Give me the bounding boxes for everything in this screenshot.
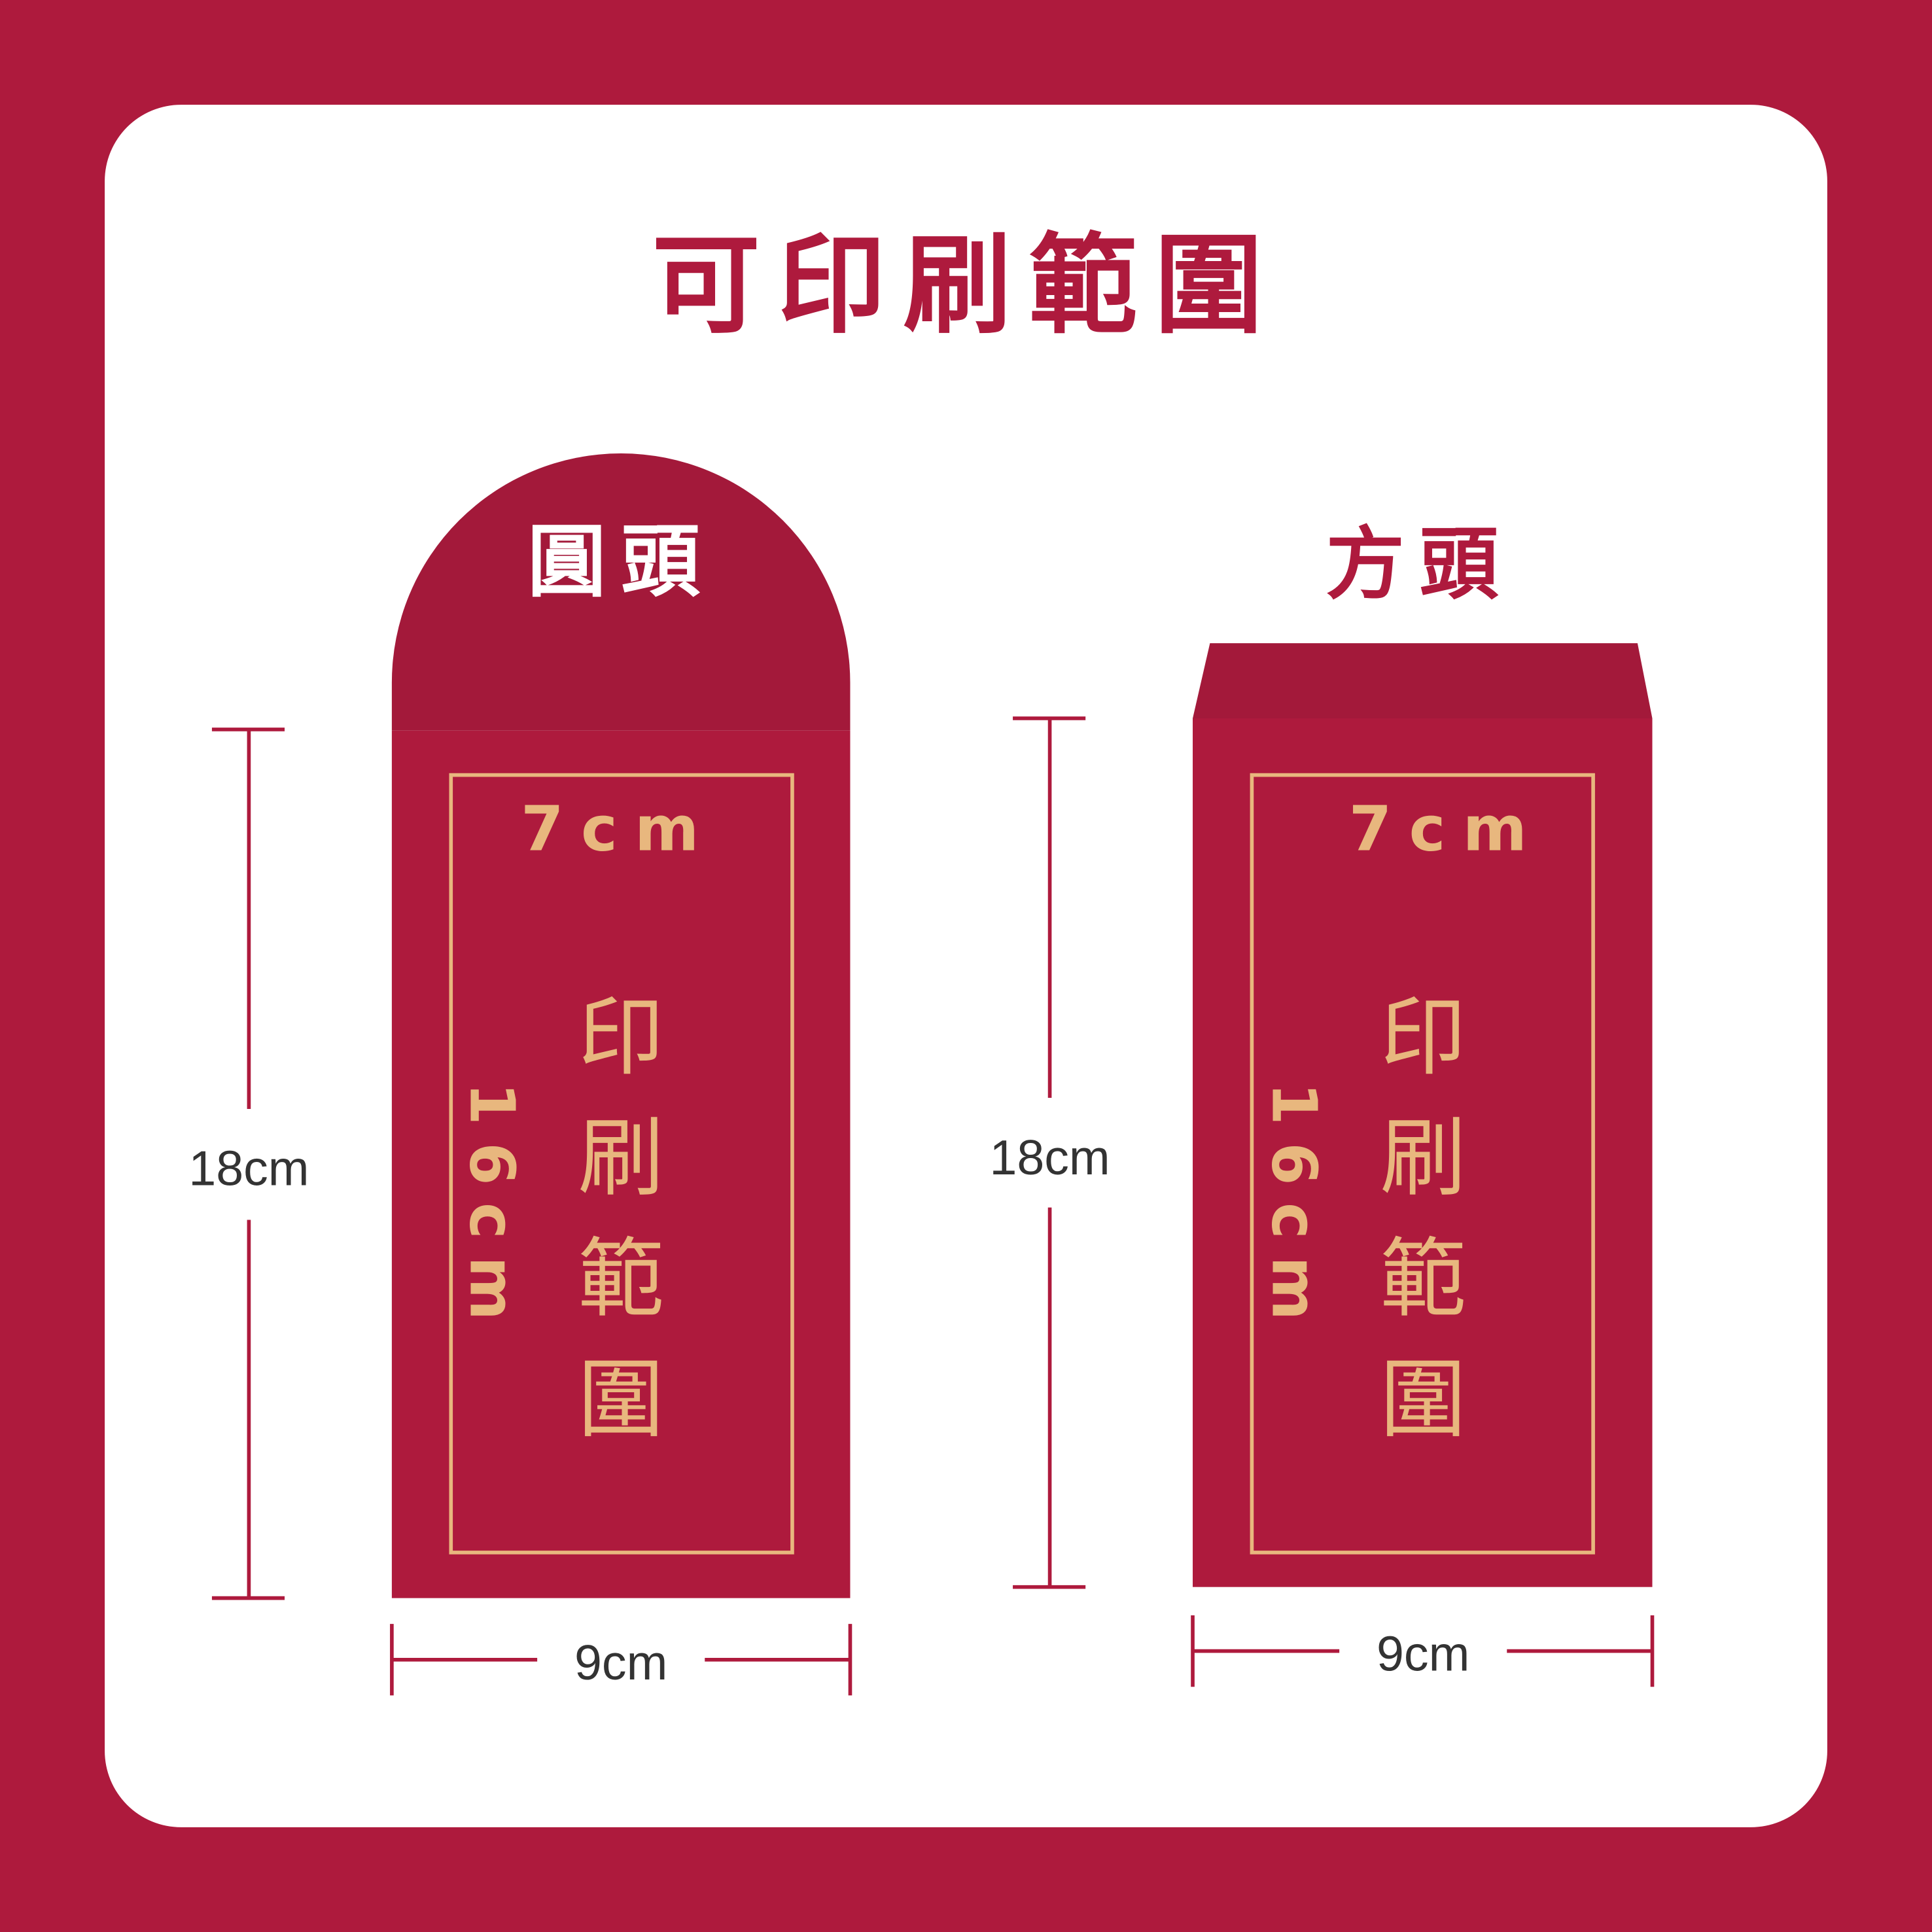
round-flap bbox=[391, 453, 851, 731]
print-area-border bbox=[1250, 773, 1595, 1554]
height-label: 18cm bbox=[989, 1130, 1110, 1185]
width-label: 9cm bbox=[574, 1635, 667, 1690]
width-dimension bbox=[390, 1624, 852, 1696]
envelope-round: 圓頭 7cm 16cm 印 刷 範 圍 18cm 9cm bbox=[188, 453, 852, 1696]
print-char: 範 bbox=[1380, 1229, 1466, 1329]
envelope-body bbox=[391, 730, 851, 1598]
envelope-label: 方頭 bbox=[1326, 519, 1513, 610]
envelope-label: 圓頭 bbox=[527, 516, 714, 608]
height-dimension bbox=[211, 728, 285, 1600]
envelope-body bbox=[1193, 718, 1653, 1587]
width-dimension bbox=[1191, 1615, 1655, 1687]
square-flap bbox=[1193, 643, 1653, 718]
print-char: 圍 bbox=[1380, 1350, 1466, 1450]
print-char: 圍 bbox=[578, 1350, 664, 1450]
height-label: 18cm bbox=[188, 1141, 309, 1196]
page-title: 可印刷範圍 bbox=[652, 222, 1280, 349]
print-char: 印 bbox=[1380, 988, 1466, 1088]
print-height-label: 16cm bbox=[455, 1082, 527, 1337]
print-char: 刷 bbox=[1380, 1108, 1466, 1208]
print-width-label: 7cm bbox=[1349, 794, 1545, 865]
print-width-label: 7cm bbox=[521, 794, 716, 865]
print-area-border bbox=[449, 773, 794, 1554]
envelope-square: 方頭 7cm 16cm 印 刷 範 圍 18cm 9cm bbox=[989, 519, 1655, 1687]
print-height-label: 16cm bbox=[1257, 1082, 1329, 1337]
height-dimension bbox=[1013, 716, 1086, 1589]
print-char: 刷 bbox=[578, 1108, 664, 1208]
print-char: 印 bbox=[578, 988, 664, 1088]
width-label: 9cm bbox=[1377, 1626, 1469, 1681]
print-char: 範 bbox=[578, 1229, 664, 1329]
